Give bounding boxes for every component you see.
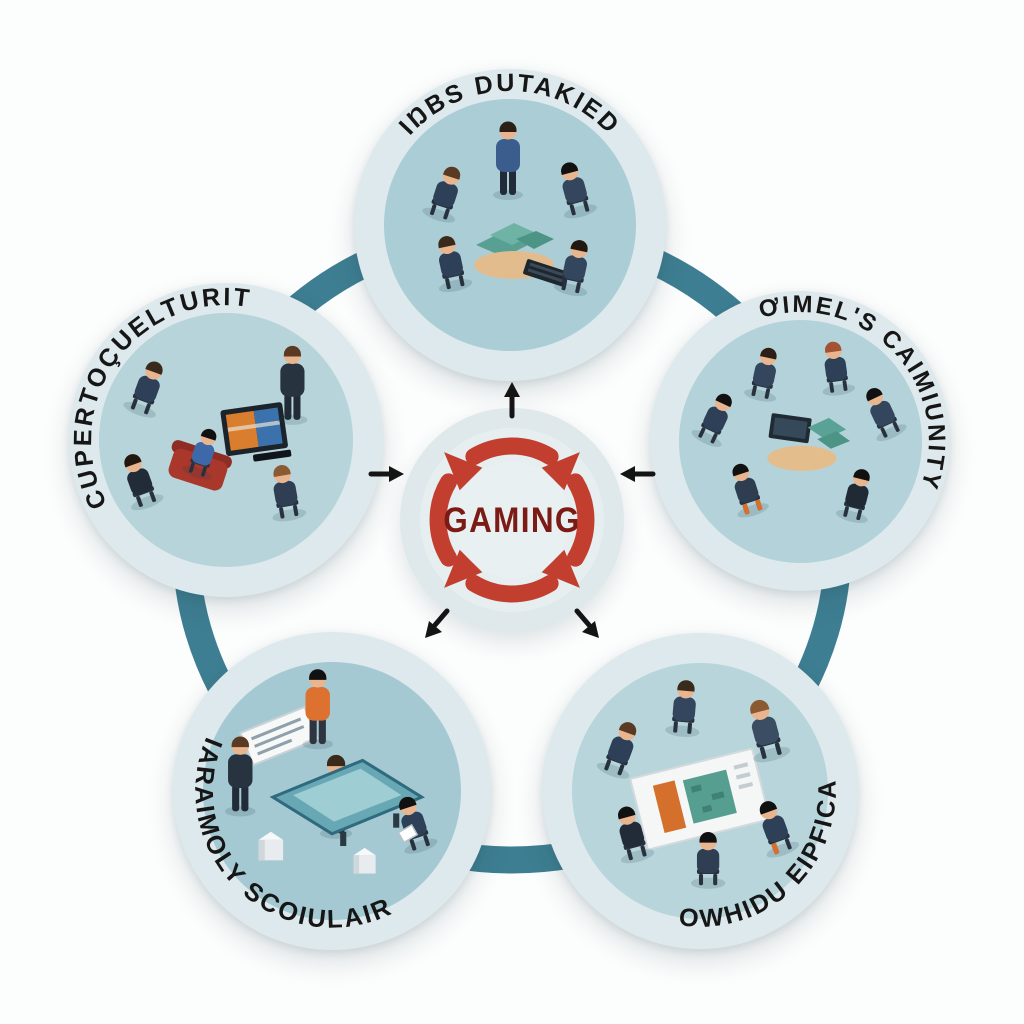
svg-text:ƠIMEL'S CAIMIUNITY: ƠIMEL'S CAIMIUNITY: [756, 291, 950, 494]
gaming-label: GAMING: [443, 502, 581, 541]
node-right-label: ƠIMEL'S CAIMIUNITY: [756, 291, 947, 494]
node-left-scene-illustration: [113, 345, 308, 524]
node-left-label: CUPERTOÇUELTURIT: [69, 283, 251, 514]
svg-text:IŊBS DUTAKIED: IŊBS DUTAKIED: [394, 69, 626, 140]
node-bottom-right-label: OWHIDU EIPFICA: [678, 778, 839, 934]
node-right-scene-illustration: [689, 339, 909, 526]
node-bottom-left-scene-illustration: [224, 669, 440, 874]
node-top-scene-illustration: [420, 121, 599, 299]
svg-text:IARAIMOLY SCOIULAIR: IARAIMOLY SCOIULAIR: [189, 734, 397, 934]
node-bottom-right: OWHIDU EIPFICA: [542, 633, 858, 949]
node-top-label: IŊBS DUTAKIED: [394, 69, 624, 140]
node-left: CUPERTOÇUELTURIT: [69, 283, 383, 597]
node-bottom-right-scene-illustration: [595, 678, 801, 889]
svg-text:OWHIDU EIPFICA: OWHIDU EIPFICA: [678, 778, 842, 934]
node-bottom-left-label: IARAIMOLY SCOIULAIR: [189, 734, 394, 934]
node-right: ƠIMEL'S CAIMIUNITY: [650, 291, 950, 591]
node-top: IŊBS DUTAKIED: [354, 69, 666, 381]
svg-text:CUPERTOÇUELTURIT: CUPERTOÇUELTURIT: [69, 283, 253, 514]
node-bottom-left: IARAIMOLY SCOIULAIR: [173, 632, 491, 950]
center-node-gaming: GAMING: [400, 408, 624, 632]
arrow-left-icon: [620, 466, 656, 482]
cycle-arrows-icon: [420, 428, 604, 612]
